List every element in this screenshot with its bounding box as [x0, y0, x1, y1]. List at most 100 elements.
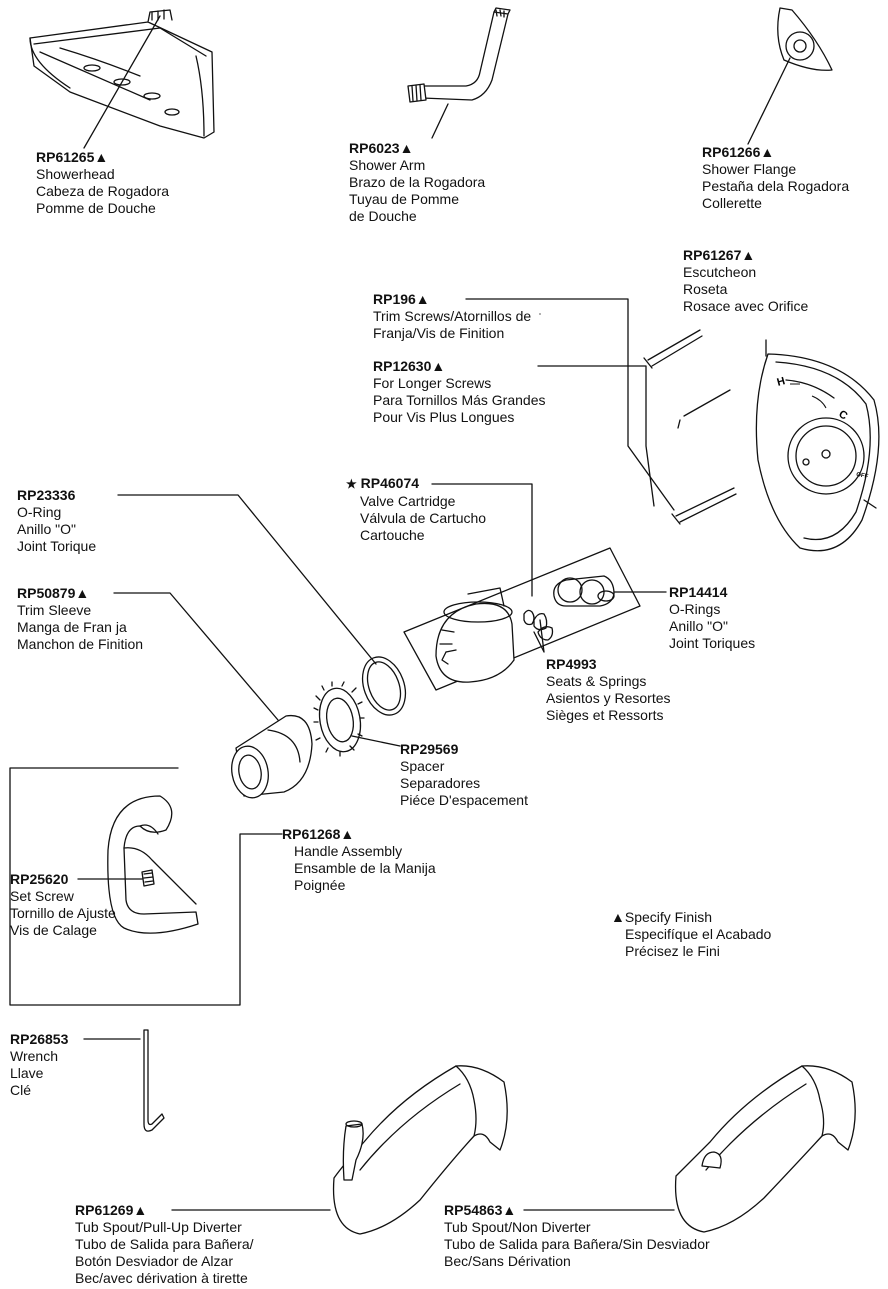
- part-desc: Tub Spout/Pull-Up Diverter: [75, 1219, 242, 1235]
- part-desc: Spacer: [400, 758, 445, 774]
- part-number: RP61268▲: [282, 826, 355, 842]
- part-desc: Wrench: [10, 1048, 58, 1064]
- part-desc: Anillo "O": [17, 521, 76, 537]
- part-desc: Escutcheon: [683, 264, 757, 280]
- o-ring-illustration: [361, 656, 407, 716]
- part-desc: Pestaña dela Rogadora: [702, 178, 850, 194]
- part-desc: Tuyau de Pomme: [349, 191, 459, 207]
- label-set-screw: RP25620 Set Screw Tornillo de Ajuste Vis…: [10, 871, 116, 939]
- part-number: ★ RP46074: [346, 475, 486, 493]
- part-number: RP196▲: [373, 291, 430, 307]
- label-spacer: RP29569 Spacer Separadores Piéce D'espac…: [400, 741, 528, 809]
- label-seats-springs: RP4993 Seats & Springs Asientos y Resort…: [546, 656, 671, 724]
- part-desc: Separadores: [400, 775, 481, 791]
- handle-illustration: [107, 795, 199, 934]
- part-desc: Trim Sleeve: [17, 602, 92, 618]
- trim-sleeve-illustration: [231, 714, 313, 799]
- label-o-rings: RP14414 O-Rings Anillo "O" Joint Torique…: [669, 584, 755, 652]
- part-desc: Bec/avec dérivation à tirette: [75, 1270, 248, 1286]
- part-desc: Llave: [10, 1065, 44, 1081]
- label-shower-arm: RP6023▲ Shower Arm Brazo de la Rogadora …: [349, 140, 485, 225]
- part-number: RP12630▲: [373, 358, 446, 374]
- label-handle-assembly: RP61268▲ Handle Assembly Ensamble de la …: [282, 826, 436, 894]
- part-desc: Piéce D'espacement: [400, 792, 528, 808]
- label-trim-screws: RP196▲ Trim Screws/Atornillos de Franja/…: [373, 291, 531, 342]
- label-wrench: RP26853 Wrench Llave Clé: [10, 1031, 68, 1099]
- part-desc: Joint Toriques: [669, 635, 756, 651]
- part-desc: Handle Assembly: [294, 843, 403, 859]
- part-desc: Brazo de la Rogadora: [349, 174, 486, 190]
- part-desc: Tubo de Salida para Bañera/Sin Desviador: [444, 1236, 710, 1252]
- part-desc: For Longer Screws: [373, 375, 492, 391]
- part-number-text: RP46074: [360, 475, 420, 491]
- part-desc: Manchon de Finition: [17, 636, 144, 652]
- shower-arm-illustration: [407, 7, 511, 139]
- part-desc: Botón Desviador de Alzar: [75, 1253, 233, 1269]
- part-desc: Joint Torique: [17, 538, 97, 554]
- part-number: RP54863▲: [444, 1202, 517, 1218]
- part-number: RP29569: [400, 741, 459, 757]
- required-star: ★: [346, 477, 357, 491]
- showerhead-illustration: [29, 9, 215, 149]
- label-valve-cartridge: ★ RP46074 Valve Cartridge Válvula de Car…: [346, 475, 486, 544]
- part-number: RP61267▲: [683, 247, 756, 263]
- part-desc: Bec/Sans Dérivation: [444, 1253, 571, 1269]
- part-number: RP61269▲: [75, 1202, 148, 1218]
- tub-spout-diverter-illustration: [332, 1065, 508, 1235]
- part-desc: Cabeza de Rogadora: [36, 183, 170, 199]
- label-shower-flange: RP61266▲ Shower Flange Pestaña dela Roga…: [702, 144, 849, 212]
- tub-spout-non-diverter-illustration: [674, 1065, 856, 1233]
- escutcheon-hot-mark: H: [776, 375, 787, 389]
- finish-note-line: ▲Specify Finish: [611, 909, 713, 925]
- part-desc: Shower Arm: [349, 157, 426, 173]
- escutcheon-off-mark: OFF: [856, 472, 869, 480]
- part-desc: Cartouche: [360, 527, 425, 543]
- finish-note-line: Précisez le Fini: [625, 943, 720, 959]
- part-desc: Collerette: [702, 195, 762, 211]
- part-desc: Roseta: [683, 281, 728, 297]
- part-number: RP26853: [10, 1031, 69, 1047]
- part-number: RP25620: [10, 871, 69, 887]
- part-desc: O-Rings: [669, 601, 721, 617]
- part-desc: Valve Cartridge: [360, 493, 456, 509]
- finish-note-line: Especifíque el Acabado: [625, 926, 772, 942]
- part-desc: Pomme de Douche: [36, 200, 156, 216]
- part-number: RP14414: [669, 584, 728, 600]
- part-desc: Poignée: [294, 877, 346, 893]
- part-desc: Tubo de Salida para Bañera/: [75, 1236, 254, 1252]
- part-desc: Vis de Calage: [10, 922, 97, 938]
- shower-flange-illustration: [747, 7, 833, 145]
- escutcheon-illustration: [755, 339, 880, 552]
- part-desc: O-Ring: [17, 504, 62, 520]
- part-desc: Sièges et Ressorts: [546, 707, 664, 723]
- label-longer-screws: RP12630▲ For Longer Screws Para Tornillo…: [373, 358, 545, 426]
- part-number: RP6023▲: [349, 140, 414, 156]
- part-desc: Pour Vis Plus Longues: [373, 409, 515, 425]
- part-desc: Franja/Vis de Finition: [373, 325, 505, 341]
- part-desc: Clé: [10, 1082, 32, 1098]
- part-desc: Manga de Fran ja: [17, 619, 127, 635]
- label-tub-spout-non-diverter: RP54863▲ Tub Spout/Non Diverter Tubo de …: [444, 1202, 710, 1270]
- part-desc: Seats & Springs: [546, 673, 647, 689]
- part-desc: Para Tornillos Más Grandes: [373, 392, 546, 408]
- part-desc: Tub Spout/Non Diverter: [444, 1219, 591, 1235]
- spacer-illustration: [313, 681, 365, 757]
- part-desc: Set Screw: [10, 888, 74, 904]
- valve-cartridge-illustration: [403, 547, 641, 691]
- label-trim-sleeve: RP50879▲ Trim Sleeve Manga de Fran ja Ma…: [17, 585, 143, 653]
- part-desc: Anillo "O": [669, 618, 728, 634]
- finish-note: ▲Specify Finish Especifíque el Acabado P…: [611, 909, 771, 960]
- label-escutcheon: RP61267▲ Escutcheon Roseta Rosace avec O…: [683, 247, 808, 315]
- part-desc: Asientos y Resortes: [546, 690, 671, 706]
- part-desc: Trim Screws/Atornillos de: [373, 308, 532, 324]
- part-desc: de Douche: [349, 208, 417, 224]
- set-screw-illustration: [141, 869, 155, 887]
- wrench-illustration: [143, 1029, 165, 1132]
- part-desc: Tornillo de Ajuste: [10, 905, 116, 921]
- part-number: RP61265▲: [36, 149, 109, 165]
- label-showerhead: RP61265▲ Showerhead Cabeza de Rogadora P…: [36, 149, 169, 217]
- part-number: RP61266▲: [702, 144, 775, 160]
- part-desc: Rosace avec Orifice: [683, 298, 809, 314]
- part-desc: Showerhead: [36, 166, 115, 182]
